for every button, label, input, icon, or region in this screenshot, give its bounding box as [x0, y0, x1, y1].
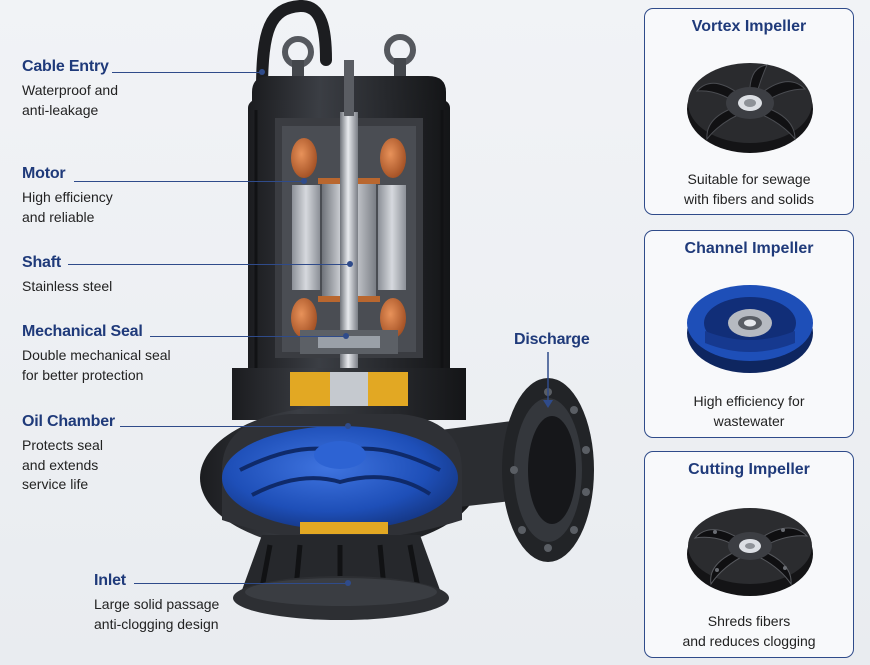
vortex-impeller-icon	[687, 63, 813, 153]
shaft-leader	[68, 260, 353, 267]
mechanical-seal-desc-line1: Double mechanical seal	[22, 347, 171, 363]
inlet-desc: Large solid passage anti-clogging design	[94, 595, 219, 634]
inlet-leader	[134, 579, 351, 586]
oil-chamber-desc-line2: and extends	[22, 456, 99, 473]
cable-entry-callout: Cable Entry Waterproof and anti-leakage	[22, 57, 118, 120]
impeller-card-title: Cutting Impeller	[688, 461, 810, 478]
inlet-desc-line1: Large solid passage	[94, 596, 220, 612]
discharge-title: Discharge	[514, 331, 590, 348]
motor-desc-line1: High efficiency	[22, 189, 113, 205]
impeller-card-desc-line2: with fibers and solids	[684, 191, 814, 207]
inlet-callout: Inlet Large solid passage anti-clogging …	[94, 571, 219, 634]
impeller-card-title: Channel Impeller	[684, 240, 814, 257]
mechanical-seal-callout: Mechanical Seal Double mechanical seal f…	[22, 322, 171, 385]
discharge-callout: Discharge	[514, 330, 590, 350]
oil-chamber-title: Oil Chamber	[22, 413, 115, 430]
motor-desc-line2: and reliable	[22, 208, 95, 225]
cable-entry-title: Cable Entry	[22, 58, 109, 75]
inlet-title: Inlet	[94, 572, 126, 589]
mechanical-seal-desc-line2: for better protection	[22, 366, 144, 383]
motor-desc: High efficiency and reliable	[22, 188, 113, 227]
shaft-title: Shaft	[22, 254, 62, 271]
mechanical-seal-title: Mechanical Seal	[22, 323, 143, 340]
oil-chamber-desc: Protects seal and extends service life	[22, 436, 115, 495]
impeller-card-desc: High efficiency for wastewater	[645, 391, 853, 431]
shaft-desc-line1: Stainless steel	[22, 278, 113, 294]
cable-entry-desc-line1: Waterproof and	[22, 82, 118, 98]
impeller-card-desc: Suitable for sewage with fibers and soli…	[645, 169, 853, 209]
motor-callout: Motor High efficiency and reliable	[22, 164, 113, 227]
shaft-callout: Shaft Stainless steel	[22, 253, 112, 297]
impeller-card-vortex: Vortex Impeller Suitable for sewage with…	[644, 8, 854, 215]
cable-entry-desc: Waterproof and anti-leakage	[22, 81, 118, 120]
pump-cutaway-illustration	[200, 0, 594, 620]
oil-chamber-desc-line1: Protects seal	[22, 437, 103, 453]
impeller-card-channel: Channel Impeller High efficiency for was…	[644, 230, 854, 438]
cable-entry-leader	[112, 68, 265, 75]
mechanical-seal-leader	[150, 332, 349, 339]
oil-chamber-leader	[120, 422, 351, 429]
channel-impeller-icon	[687, 285, 813, 373]
shaft-desc: Stainless steel	[22, 277, 112, 297]
motor-title: Motor	[22, 165, 66, 182]
impeller-card-title: Vortex Impeller	[691, 18, 807, 35]
cable-entry-desc-line2: anti-leakage	[22, 101, 99, 118]
discharge-leader	[543, 352, 553, 408]
impeller-card-desc: Shreds fibers and reduces clogging	[645, 611, 853, 651]
inlet-desc-line2: anti-clogging design	[94, 615, 219, 632]
cutting-impeller-icon	[687, 508, 813, 596]
oil-chamber-callout: Oil Chamber Protects seal and extends se…	[22, 412, 115, 495]
motor-leader	[74, 177, 307, 184]
impeller-card-desc-line2: wastewater	[713, 413, 785, 429]
impeller-card-desc-line2: and reduces clogging	[682, 633, 816, 649]
impeller-card-cutting: Cutting Impeller Shreds fibers and reduc…	[644, 451, 854, 658]
impeller-card-desc-line1: Shreds fibers	[707, 613, 791, 629]
impeller-card-desc-line1: High efficiency for	[693, 393, 805, 409]
mechanical-seal-desc: Double mechanical seal for better protec…	[22, 346, 171, 385]
impeller-card-desc-line1: Suitable for sewage	[687, 171, 811, 187]
oil-chamber-desc-line3: service life	[22, 476, 89, 492]
